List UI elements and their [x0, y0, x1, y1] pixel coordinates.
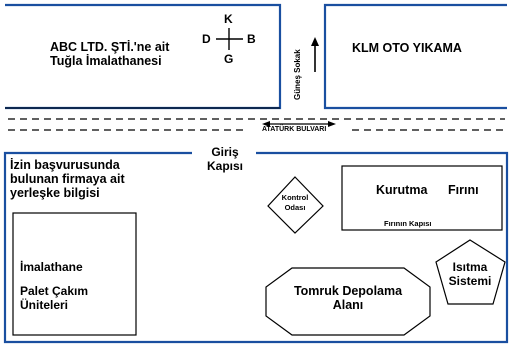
factory-label: İmalathane: [20, 260, 83, 274]
right-block-label: KLM OTO YIKAMA: [352, 41, 462, 55]
drying-oven-label2: Fırını: [448, 183, 479, 197]
site-info-text: İzin başvurusunda bulunan firmaya ait ye…: [10, 158, 125, 200]
log-storage-line2: Alanı: [332, 298, 364, 312]
control-room-line2: Odası: [284, 203, 306, 212]
entrance-line2: Kapısı: [206, 159, 243, 173]
left-block-line1: ABC LTD. ŞTİ.'ne ait: [50, 40, 170, 54]
heating-system-label: Isıtma Sistemi: [442, 260, 498, 288]
compass-north-label: K: [224, 12, 233, 26]
factory-units-line2: Üniteleri: [20, 298, 69, 312]
drying-oven-label1: Kurutma: [376, 183, 428, 197]
boulevard-label: ATATÜRK BULVARI: [262, 126, 327, 133]
drying-oven-door-label: Fırının Kapısı: [384, 219, 432, 228]
entrance-line1: Giriş: [211, 145, 239, 159]
left-block-title: ABC LTD. ŞTİ.'ne ait Tuğla İmalathanesi: [50, 40, 169, 68]
right-block-outline: [323, 3, 507, 110]
site-outline-left: [3, 151, 509, 344]
heating-line2: Sistemi: [448, 274, 492, 288]
info-line2: bulunan firmaya ait: [10, 172, 125, 186]
log-storage-line1: Tomruk Depolama: [293, 284, 403, 298]
entrance-label: Giriş Kapısı: [200, 145, 250, 173]
boulevard-arrow-left-head: [262, 121, 270, 127]
factory-shape: [12, 212, 137, 336]
left-block-line2: Tuğla İmalathanesi: [50, 54, 162, 68]
log-storage-shape: [265, 267, 431, 336]
boulevard-arrow-right-head: [328, 121, 336, 127]
log-storage-label: Tomruk Depolama Alanı: [270, 284, 426, 312]
factory-units-line1: Palet Çakım: [20, 284, 89, 298]
street-arrow-head: [311, 37, 319, 46]
control-room-label: Kontrol Odası: [272, 193, 318, 213]
heating-line1: Isıtma: [452, 260, 488, 274]
info-line1: İzin başvurusunda: [10, 158, 120, 172]
control-room-shape: [267, 176, 324, 234]
compass-east-label: B: [247, 32, 256, 46]
factory-units-label: Palet Çakım Üniteleri: [20, 284, 88, 312]
drying-oven-shape: [341, 165, 503, 231]
control-room-line1: Kontrol: [281, 193, 309, 202]
heating-system-shape: [435, 239, 506, 305]
compass-west-label: D: [202, 32, 211, 46]
street-label: Güneş Sokak: [293, 49, 302, 100]
compass-south-label: G: [224, 52, 234, 66]
info-line3: yerleşke bilgisi: [10, 186, 100, 200]
